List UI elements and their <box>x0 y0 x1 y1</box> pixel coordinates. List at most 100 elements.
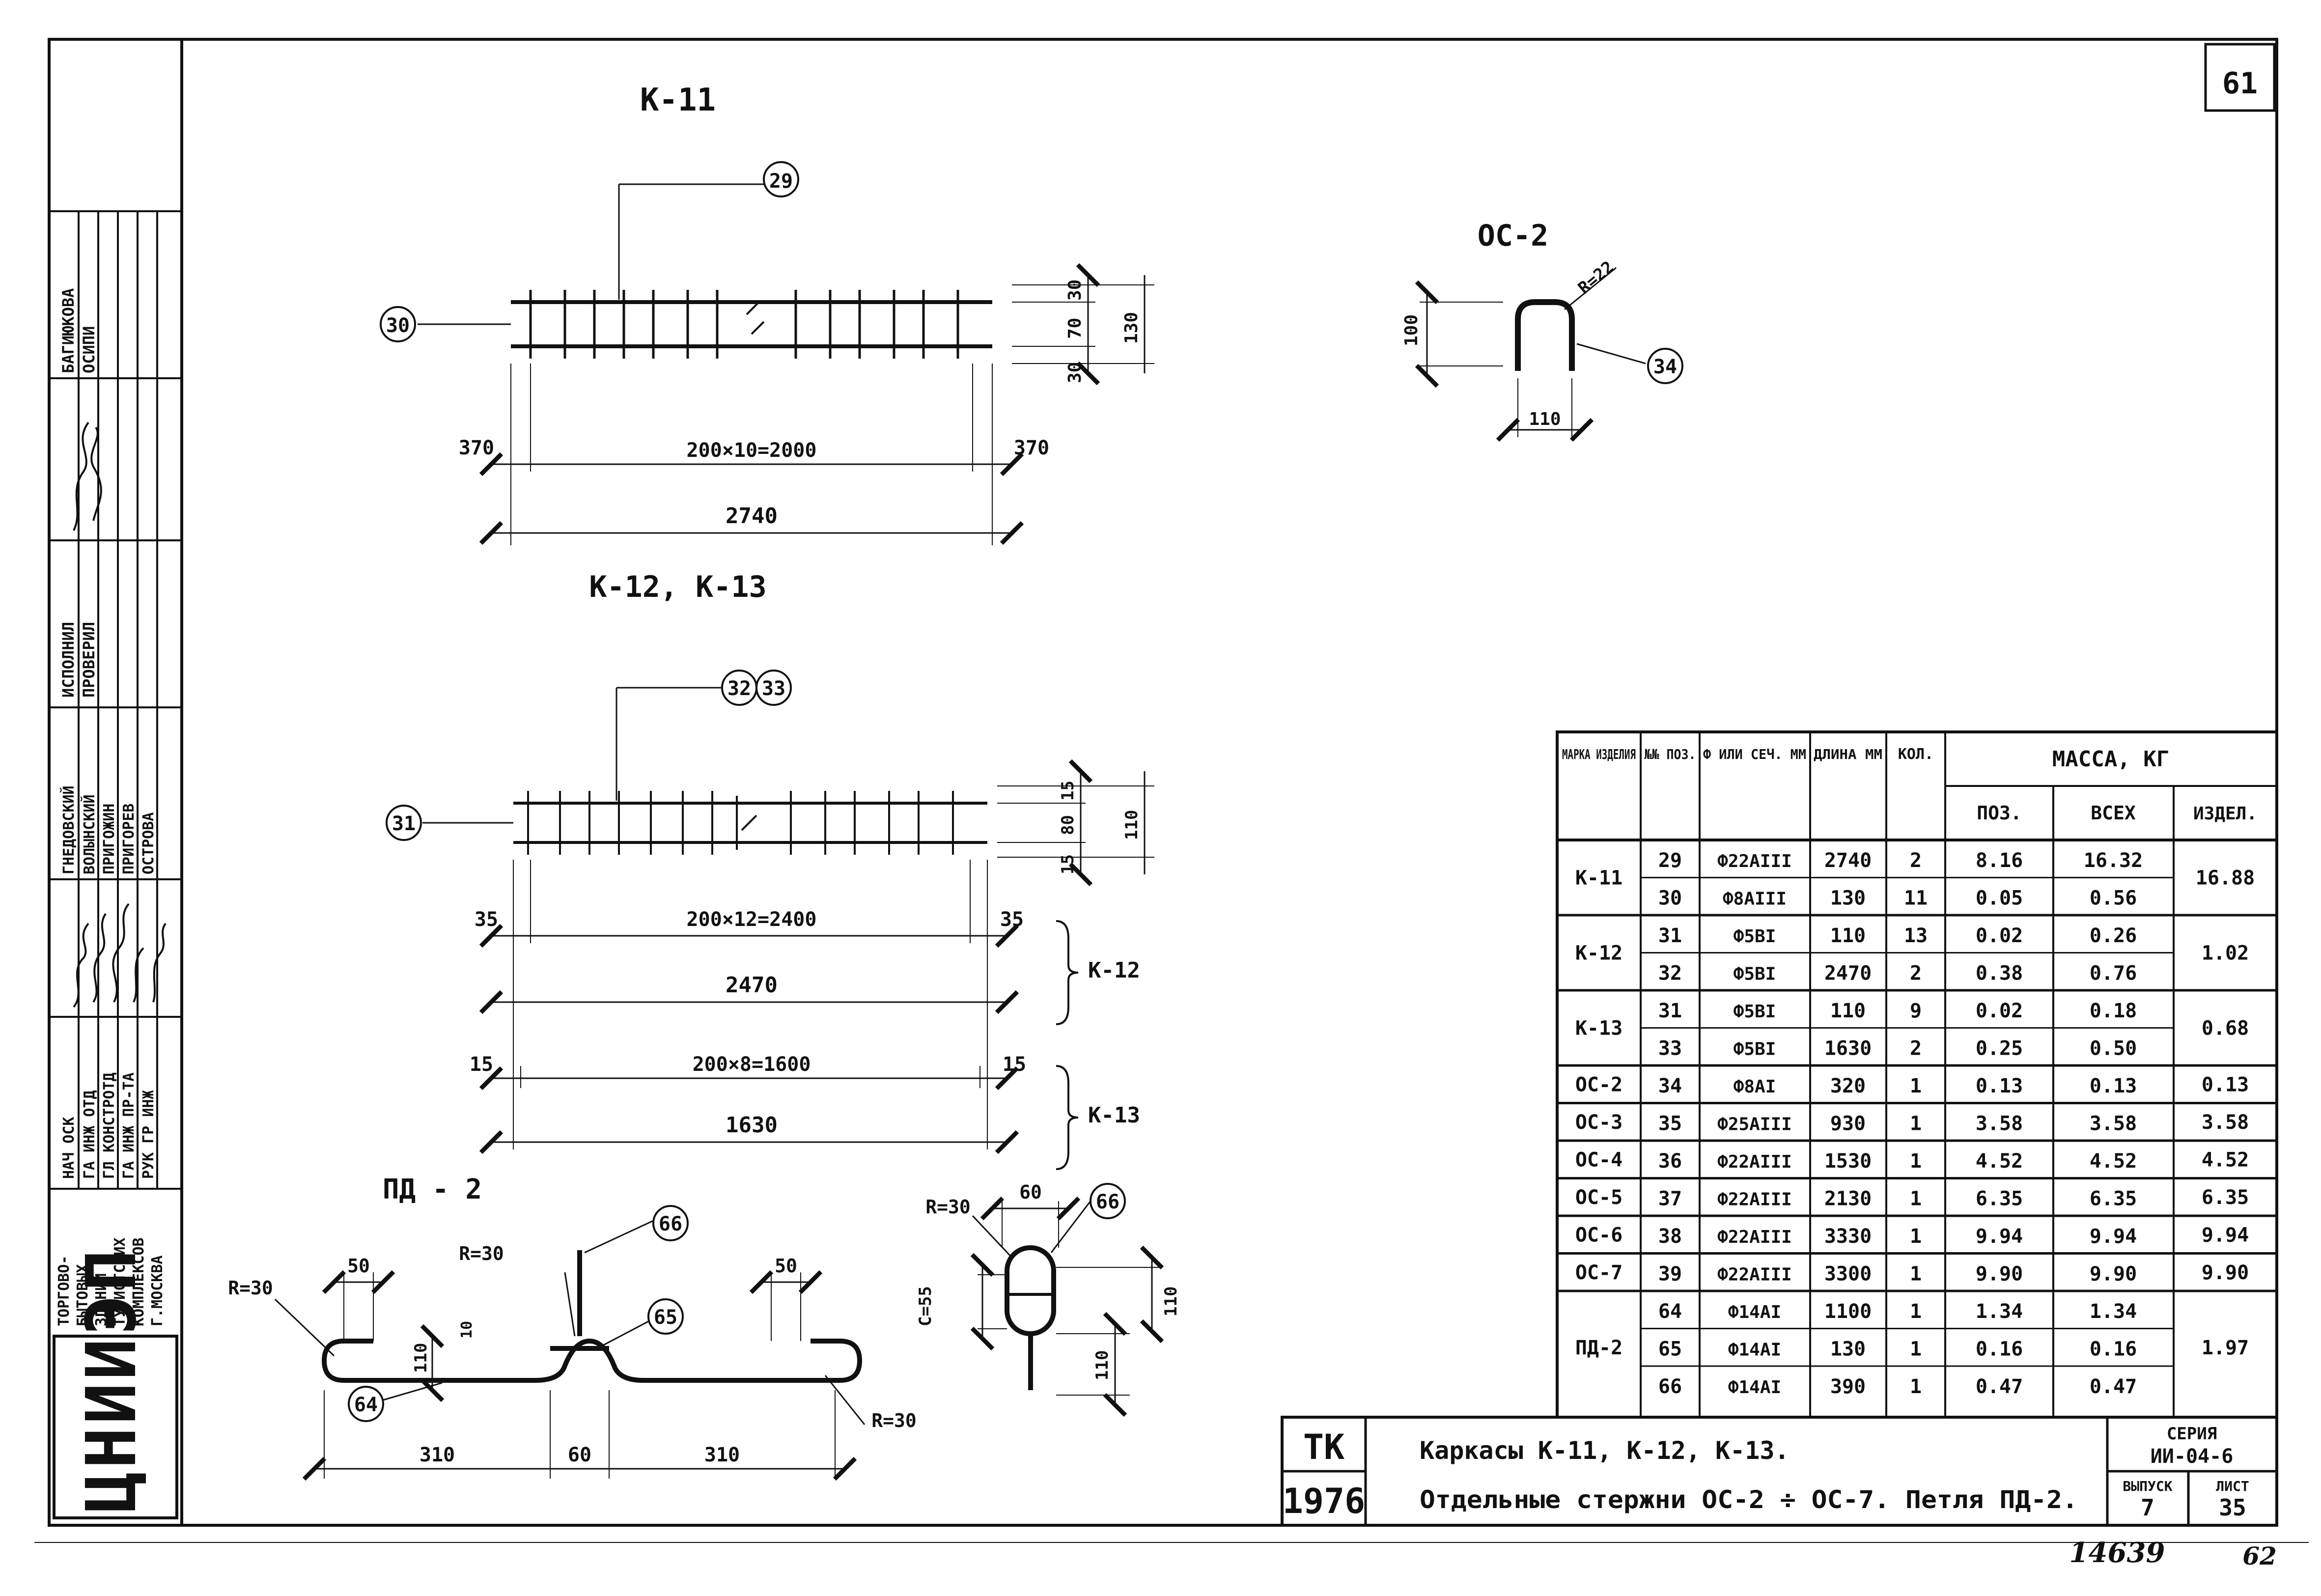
table-cell-m-pos: 0.02 <box>1976 924 2023 947</box>
page-number: 62 <box>2242 1541 2277 1570</box>
table-cell-m-pos: 0.02 <box>1976 1000 2023 1022</box>
table-cell-dia: Ф14АI <box>1728 1302 1781 1322</box>
loop-pos-66: 66 <box>1096 1191 1119 1213</box>
th-mass: МАССА, КГ <box>2052 747 2169 772</box>
pd2-r2: R=30 <box>459 1243 504 1264</box>
table-cell-dia: Ф22АIII <box>1717 851 1792 871</box>
table-cell-pos: 39 <box>1658 1263 1682 1286</box>
table-cell-pos: 30 <box>1658 887 1682 910</box>
table-cell-pos: 31 <box>1658 924 1682 947</box>
table-cell-m-pos: 0.13 <box>1976 1075 2023 1097</box>
pd2-dim-50b: 50 <box>775 1255 797 1277</box>
k12-dim-total: 2470 <box>726 973 778 998</box>
table-cell-dia: Ф14АI <box>1728 1340 1781 1360</box>
k11-pos-30: 30 <box>386 314 410 337</box>
table-cell-m-all: 16.32 <box>2084 849 2143 872</box>
k11-dim-30a: 30 <box>1065 280 1085 301</box>
pd2-pos-65: 65 <box>654 1306 677 1329</box>
table-cell-dia: Ф22АIII <box>1717 1265 1792 1285</box>
svg-text:БЫТОВЫХ: БЫТОВЫХ <box>74 1264 91 1326</box>
pd2-dim-50a: 50 <box>347 1255 370 1277</box>
table-cell-mark: ОС-6 <box>1575 1224 1622 1246</box>
pd2-pos-66: 66 <box>659 1213 682 1235</box>
table-cell-m-all: 9.94 <box>2090 1225 2137 1248</box>
table-cell-len: 3330 <box>1824 1225 1872 1248</box>
k12-dim-80: 80 <box>1058 815 1078 835</box>
table-cell-item-mass: 4.52 <box>2202 1148 2249 1171</box>
loop-h2: 110 <box>1161 1287 1181 1316</box>
k11-dim-right: 370 <box>1014 437 1049 459</box>
issue-label: ВЫПУСК <box>2123 1478 2172 1494</box>
pd2-dim-10: 10 <box>458 1321 475 1339</box>
table-cell-qty: 1 <box>1910 1375 1922 1398</box>
pd2-title: ПД - 2 <box>383 1174 482 1205</box>
table-cell-mark: ПД-2 <box>1575 1337 1622 1359</box>
table-cell-len: 1630 <box>1824 1037 1872 1060</box>
th-len: ДЛИНА ММ <box>1814 746 1882 762</box>
handwritten-signatures <box>73 421 167 1008</box>
table-cell-dia: Ф8АI <box>1734 1077 1776 1097</box>
svg-text:ИСПОЛНИЛ: ИСПОЛНИЛ <box>59 622 78 698</box>
k12-dim-110: 110 <box>1122 810 1142 840</box>
year-label: 1976 <box>1283 1481 1366 1521</box>
table-cell-m-pos: 8.16 <box>1976 849 2023 872</box>
sheet-number-box: 61 <box>2204 43 2276 112</box>
svg-text:ПРОВЕРИЛ: ПРОВЕРИЛ <box>80 622 98 698</box>
sheet-label: ЛИСТ <box>2216 1478 2249 1494</box>
sheet-number: 61 <box>2222 66 2258 101</box>
table-cell-pos: 35 <box>1658 1113 1682 1135</box>
stamp-names: ГНЕДОВСКИЙ ВОЛЫНСКИЙ ПРИГОЖИН ПРИГОРЕВ О… <box>60 785 157 874</box>
loop-h1: 110 <box>1092 1350 1112 1380</box>
k11-dim-left: 370 <box>459 437 494 459</box>
table-cell-qty: 1 <box>1910 1225 1922 1248</box>
pd2-dim-60: 60 <box>568 1444 591 1466</box>
table-cell-pos: 33 <box>1658 1037 1682 1060</box>
th-mass-pos: ПОЗ. <box>1977 802 2022 824</box>
k13-dim-total: 1630 <box>726 1113 778 1138</box>
stamp-logo: ЦНИИЭП <box>53 1247 178 1519</box>
table-cell-m-pos: 4.52 <box>1976 1150 2023 1173</box>
table-cell-m-all: 0.76 <box>2090 962 2137 985</box>
table-cell-mark: К-13 <box>1575 1017 1622 1040</box>
table-cell-m-pos: 0.38 <box>1976 962 2023 985</box>
table-cell-mark: ОС-2 <box>1575 1073 1622 1096</box>
table-cell-pos: 34 <box>1658 1075 1682 1097</box>
th-mark-1: МАРКА ИЗДЕЛИЯ <box>1562 746 1636 762</box>
table-cell-len: 2130 <box>1824 1188 1872 1210</box>
table-cell-m-pos: 0.25 <box>1976 1037 2023 1060</box>
table-cell-qty: 1 <box>1910 1338 1922 1361</box>
k12-k13-drawing: К-12, К-13 <box>386 570 1154 1170</box>
table-cell-item-mass: 3.58 <box>2202 1111 2249 1134</box>
svg-text:ТОРГОВО-: ТОРГОВО- <box>56 1256 73 1327</box>
tk-label: ТК <box>1303 1427 1344 1467</box>
pd2-dim-310b: 310 <box>704 1444 740 1466</box>
table-cell-len: 1100 <box>1824 1300 1872 1323</box>
table-cell-item-mass: 9.90 <box>2202 1261 2249 1284</box>
svg-text:ЗДАНИЙ И: ЗДАНИЙ И <box>92 1256 110 1327</box>
svg-text:РУК ГР ИНЖ: РУК ГР ИНЖ <box>140 1090 157 1179</box>
table-cell-pos: 66 <box>1658 1375 1682 1398</box>
table-cell-m-all: 0.47 <box>2090 1375 2137 1398</box>
table-cell-len: 390 <box>1830 1375 1866 1398</box>
table-cell-dia: Ф5ВI <box>1734 926 1776 947</box>
table-cell-len: 3300 <box>1824 1263 1872 1286</box>
oc2-title: ОС-2 <box>1478 219 1549 253</box>
k12-pos-31: 31 <box>392 812 416 835</box>
table-cell-m-pos: 1.34 <box>1976 1300 2023 1323</box>
table-cell-dia: Ф5ВI <box>1734 1002 1776 1022</box>
table-cell-mark: ОС-5 <box>1575 1186 1622 1209</box>
table-cell-pos: 64 <box>1658 1300 1682 1323</box>
table-cell-pos: 32 <box>1658 962 1682 985</box>
k13-dim-mid: 200×8=1600 <box>693 1053 811 1076</box>
table-cell-m-pos: 9.90 <box>1976 1263 2023 1286</box>
oc2-height: 100 <box>1401 314 1422 346</box>
table-cell-item-mass: 16.88 <box>2196 867 2255 890</box>
loop-w: 60 <box>1019 1181 1042 1203</box>
oc2-pos-34: 34 <box>1653 356 1677 378</box>
svg-text:БАГИЮКОВА: БАГИЮКОВА <box>59 288 78 373</box>
k12-dim-15a: 15 <box>1058 781 1078 801</box>
table-cell-m-all: 0.56 <box>2090 887 2137 910</box>
stamp-organization: ТОРГОВО- БЫТОВЫХ ЗДАНИЙ И ТУРИСТСКИХ КОМ… <box>56 1237 166 1326</box>
pd2-pos-64: 64 <box>354 1394 378 1416</box>
